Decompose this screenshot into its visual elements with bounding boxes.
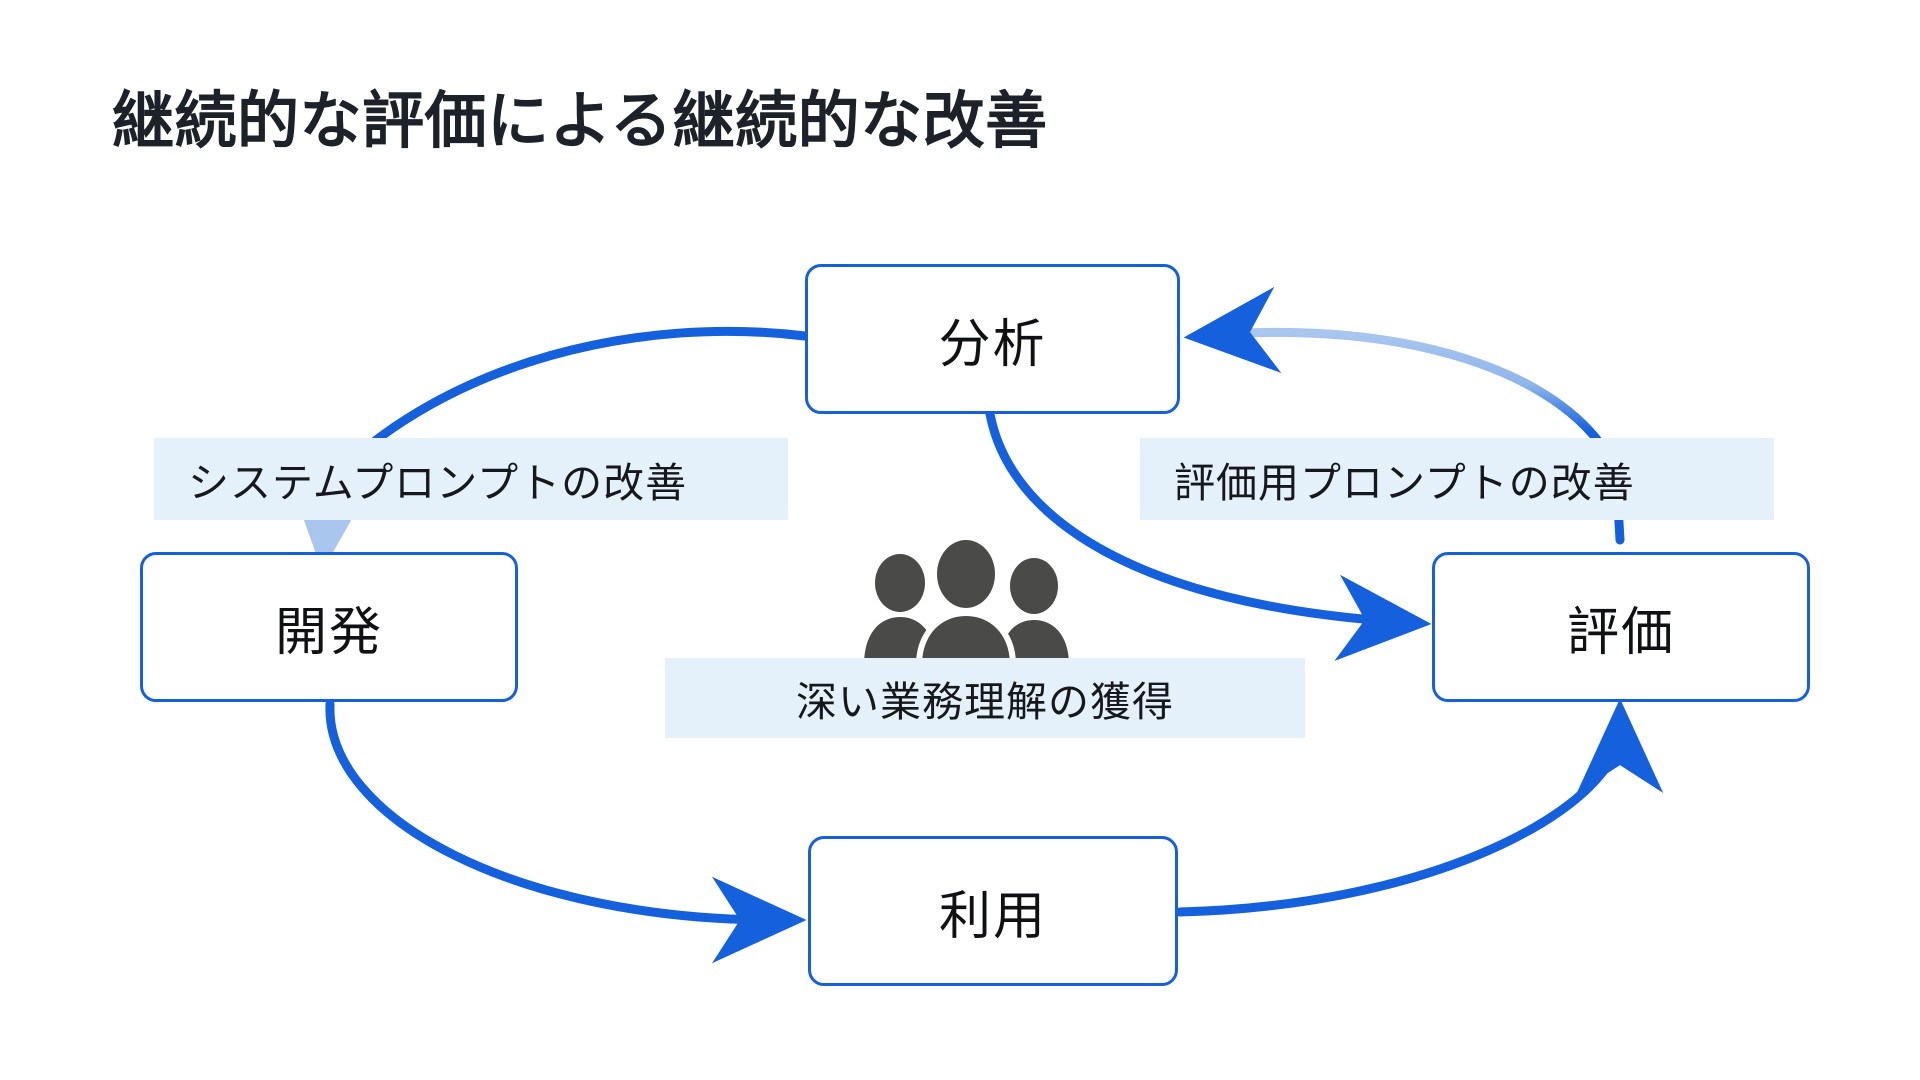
label-band-business-understanding-text: 深い業務理解の獲得 bbox=[796, 679, 1174, 725]
label-band-system-prompt: システムプロンプトの改善 bbox=[154, 438, 788, 520]
label-band-business-understanding: 深い業務理解の獲得 bbox=[665, 658, 1305, 738]
node-analysis[interactable]: 分析 bbox=[805, 264, 1180, 414]
label-band-eval-prompt-text: 評価用プロンプトの改善 bbox=[1174, 460, 1635, 506]
arrow-use-to-evaluate bbox=[1175, 698, 1664, 917]
people-group-icon bbox=[864, 537, 1069, 665]
label-band-system-prompt-text: システムプロンプトの改善 bbox=[188, 460, 688, 506]
node-use-label: 利用 bbox=[938, 888, 1047, 946]
node-develop-label: 開発 bbox=[274, 604, 383, 662]
label-band-eval-prompt: 評価用プロンプトの改善 bbox=[1140, 438, 1774, 520]
node-use[interactable]: 利用 bbox=[808, 836, 1178, 986]
node-evaluate[interactable]: 評価 bbox=[1432, 552, 1810, 702]
node-evaluate-label: 評価 bbox=[1566, 604, 1675, 662]
node-analysis-label: 分析 bbox=[938, 316, 1047, 374]
node-develop[interactable]: 開発 bbox=[140, 552, 518, 702]
page-title: 継続的な評価による継続的な改善 bbox=[112, 87, 1048, 156]
